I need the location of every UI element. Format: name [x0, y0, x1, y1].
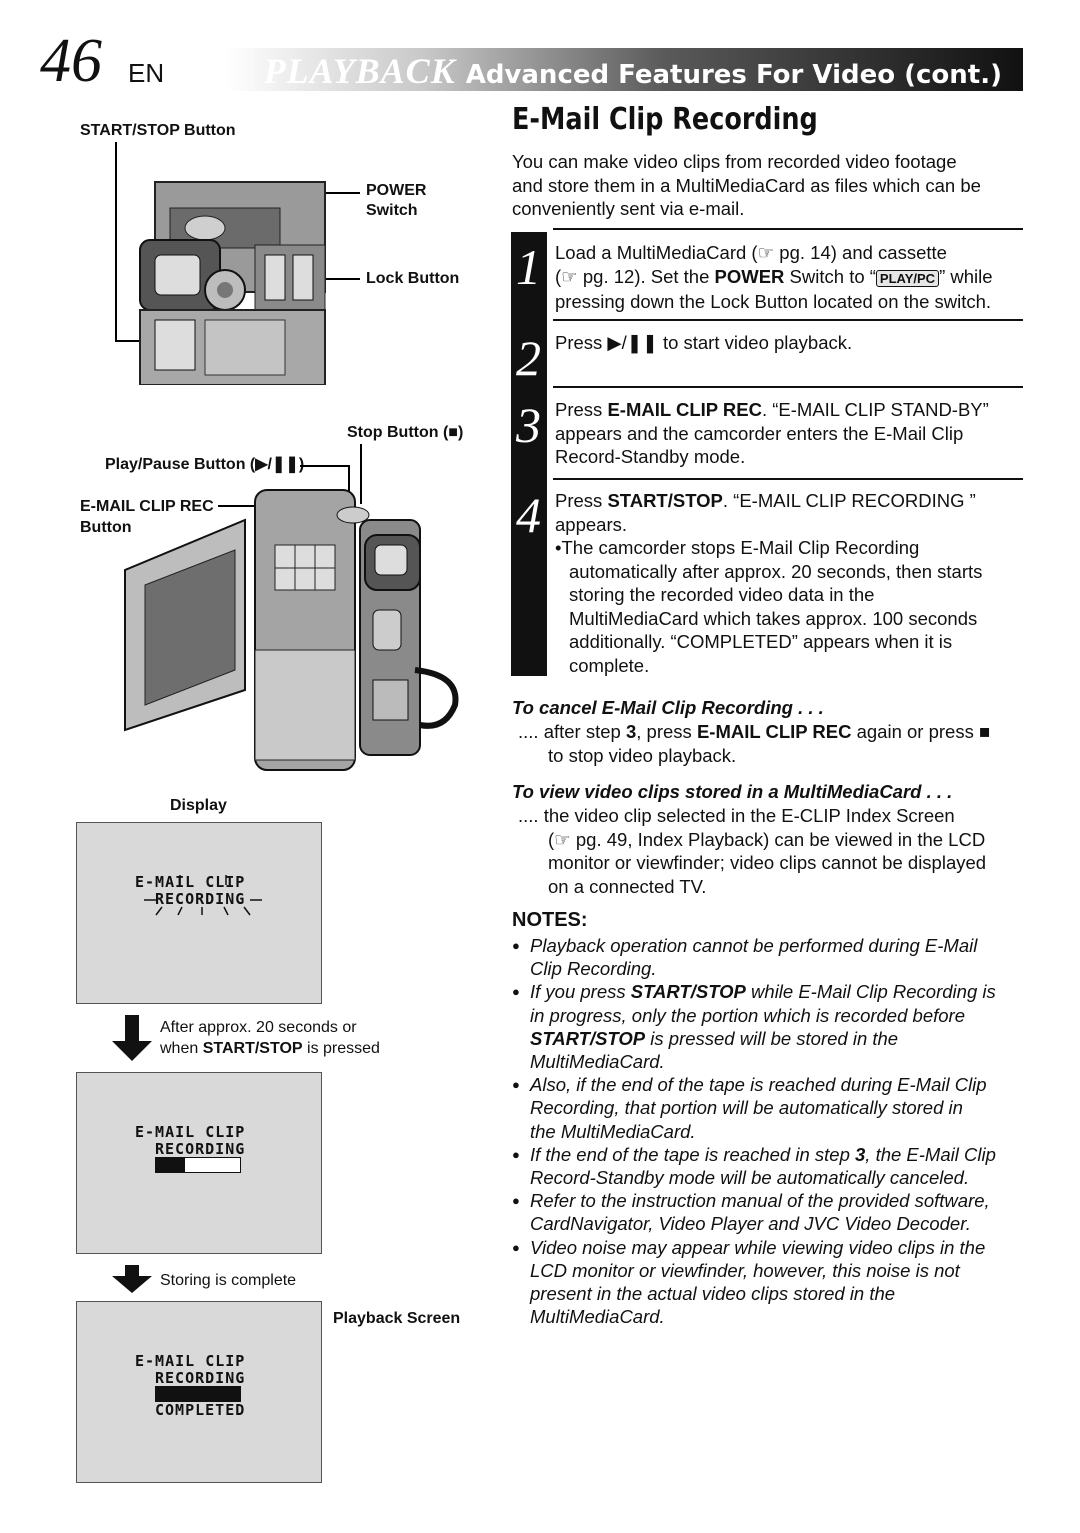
osd-email-clip: E-MAIL CLIP	[135, 1352, 246, 1370]
osd-email-clip: E-MAIL CLIP	[135, 1123, 246, 1141]
section-title: E-Mail Clip Recording	[512, 102, 818, 137]
note-item: Refer to the instruction manual of the p…	[512, 1189, 1027, 1235]
lock-button-label: Lock Button	[366, 270, 460, 287]
view-text: .... the video clip selected in the E-CL…	[518, 805, 987, 897]
note-item: Video noise may appear while viewing vid…	[512, 1236, 1027, 1329]
osd-email-clip: E-MAIL CLIP	[135, 873, 246, 891]
email-clip-rec-label: E-MAIL CLIP REC	[80, 498, 214, 515]
page-language: EN	[128, 58, 165, 88]
intro-paragraph: You can make video clips from recorded v…	[512, 151, 981, 219]
blink-indicator-icon	[144, 875, 262, 916]
osd-recording: RECORDING	[155, 1140, 246, 1158]
step-3-text: Press E-MAIL CLIP REC. “E-MAIL CLIP STAN…	[555, 399, 989, 467]
note-item: If the end of the tape is reached in ste…	[512, 1143, 1027, 1189]
cancel-text: .... after step 3, press E-MAIL CLIP REC…	[518, 721, 991, 766]
header-bar	[225, 48, 1023, 91]
notes-heading: NOTES:	[512, 909, 588, 931]
play-pause-button-label: Play/Pause Button (▶/❚❚)	[105, 456, 305, 473]
view-subheading: To view video clips stored in a MultiMed…	[512, 781, 953, 802]
storing-progress-bar	[155, 1157, 241, 1173]
play-pc-badge: PLAY/PC	[875, 269, 940, 287]
storing-progress-bar	[155, 1386, 241, 1402]
progress-fill	[156, 1387, 240, 1401]
when-start-stop-note: when START/STOP is pressed	[160, 1040, 380, 1057]
divider	[553, 319, 1023, 321]
header-subtitle: Advanced Features For Video (cont.)	[465, 60, 1002, 90]
email-clip-rec-button-label: Button	[80, 519, 132, 536]
display-screen-completed: E-MAIL CLIP RECORDING COMPLETED	[76, 1301, 322, 1483]
header-section: PLAYBACK	[263, 51, 456, 91]
display-screen-recording: E-MAIL CLIP RECORDING	[76, 822, 322, 1004]
step-2-number: 2	[516, 330, 541, 386]
page-number: 46	[40, 27, 102, 95]
osd-recording: RECORDING	[155, 1369, 246, 1387]
display-screen-storing: E-MAIL CLIP RECORDING	[76, 1072, 322, 1254]
camcorder-front-illustration	[124, 489, 459, 771]
step-3-number: 3	[516, 397, 541, 453]
note-item: Playback operation cannot be performed d…	[512, 934, 1027, 980]
stop-button-label: Stop Button (■)	[347, 424, 464, 441]
cancel-subheading: To cancel E-Mail Clip Recording . . .	[512, 697, 824, 718]
notes-list: Playback operation cannot be performed d…	[512, 934, 1027, 1328]
arrow-down-icon	[112, 1015, 152, 1061]
divider	[553, 386, 1023, 388]
osd-recording: RECORDING	[155, 890, 246, 908]
display-label: Display	[170, 797, 227, 814]
arrow-down-icon	[112, 1265, 152, 1293]
camcorder-side-illustration	[139, 181, 326, 385]
power-label: POWER	[366, 182, 427, 199]
step-2-text: Press ▶/❚❚ to start video playback.	[555, 332, 853, 353]
note-item: Also, if the end of the tape is reached …	[512, 1073, 1027, 1143]
header-title: PLAYBACK Advanced Features For Video (con…	[264, 50, 1002, 92]
storing-complete-note: Storing is complete	[160, 1272, 297, 1289]
divider	[553, 228, 1023, 230]
progress-fill	[156, 1158, 186, 1172]
step-sidebar	[511, 232, 547, 676]
power-switch-label: Switch	[366, 202, 418, 219]
start-stop-button-label: START/STOP Button	[80, 122, 236, 139]
divider	[553, 478, 1023, 480]
osd-completed: COMPLETED	[155, 1401, 246, 1419]
step-1-number: 1	[516, 239, 541, 295]
step-4-number: 4	[516, 487, 541, 543]
step-1-text: Load a MultiMediaCard (☞ pg. 14) and cas…	[555, 242, 993, 312]
note-item: If you press START/STOP while E-Mail Cli…	[512, 980, 1027, 1073]
after-20-seconds-note: After approx. 20 seconds or	[160, 1019, 357, 1036]
playback-screen-label: Playback Screen	[333, 1310, 461, 1327]
step-4-text: Press START/STOP. “E-MAIL CLIP RECORDING…	[555, 490, 983, 676]
